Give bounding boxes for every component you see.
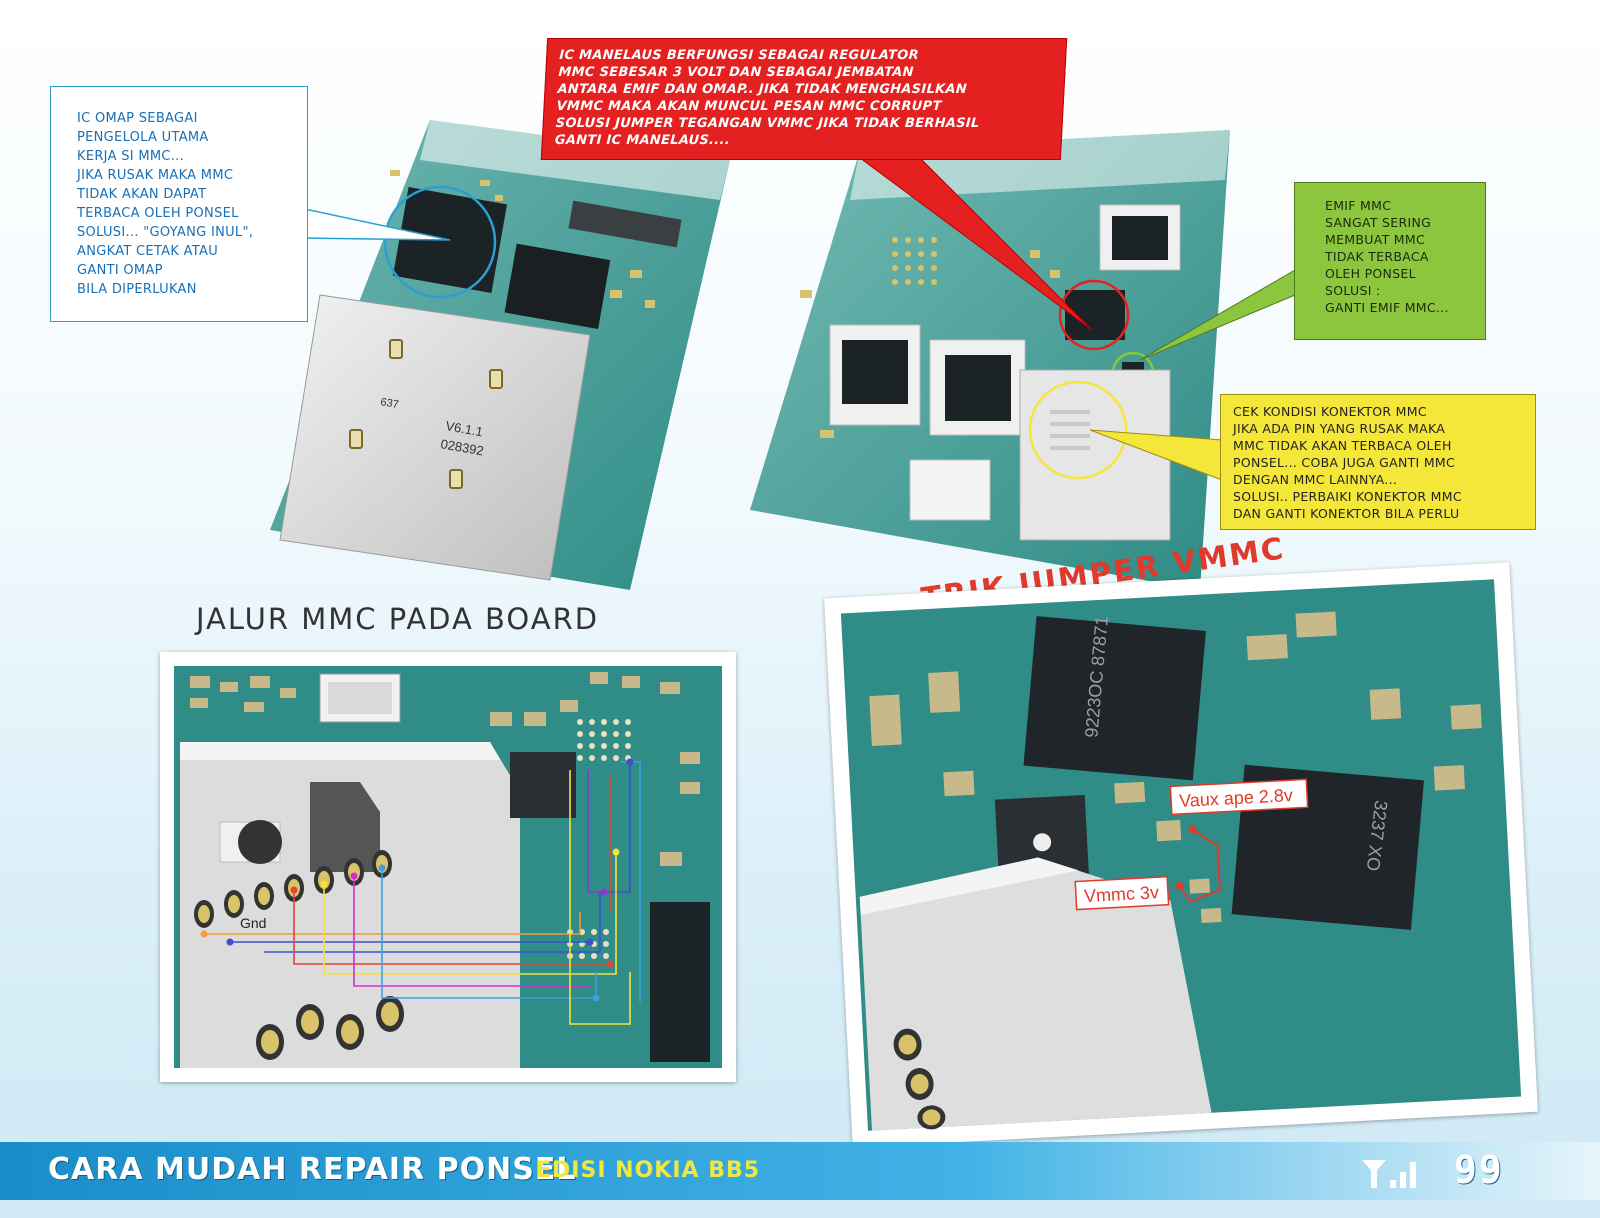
- photo-jalur-mmc: Gnd: [160, 652, 736, 1082]
- callout-emif: EMIF MMC SANGAT SERING MEMBUAT MMC TIDAK…: [1294, 182, 1486, 340]
- callout-emif-line: OLEH PONSEL: [1325, 266, 1416, 281]
- emif-pointer: [1140, 269, 1296, 361]
- callout-konektor-line: SOLUSI.. PERBAIKI KONEKTOR MMC: [1233, 489, 1462, 504]
- board-photo-manelaus: [750, 130, 1230, 590]
- callout-konektor-line: MMC TIDAK AKAN TERBACA OLEH: [1233, 438, 1452, 453]
- callout-omap-line: PENGELOLA UTAMA: [77, 130, 209, 145]
- callout-omap-line: KERJA SI MMC...: [77, 149, 185, 164]
- callout-konektor-line: JIKA ADA PIN YANG RUSAK MAKA: [1233, 421, 1446, 436]
- callout-konektor: CEK KONDISI KONEKTOR MMC JIKA ADA PIN YA…: [1220, 394, 1536, 530]
- callout-emif-line: TIDAK TERBACA: [1325, 249, 1429, 264]
- callout-emif-line: EMIF MMC: [1325, 198, 1392, 213]
- callout-omap-line: TIDAK AKAN DAPAT: [77, 187, 207, 202]
- manelaus-pointer: [860, 157, 1093, 331]
- callout-emif-line: SOLUSI :: [1325, 283, 1381, 298]
- callout-omap-line: ANGKAT CETAK ATAU: [77, 244, 219, 259]
- callout-omap-line: JIKA RUSAK MAKA MMC: [77, 168, 234, 183]
- callout-emif-line: MEMBUAT MMC: [1325, 232, 1425, 247]
- callout-konektor-line: DENGAN MMC LAINNYA...: [1233, 472, 1398, 487]
- callout-manelaus-line: SOLUSI JUMPER TEGANGAN VMMC JIKA TIDAK B…: [555, 116, 980, 131]
- callout-manelaus-line: VMMC MAKA AKAN MUNCUL PESAN MMC CORRUPT: [556, 99, 942, 114]
- callout-emif-line: SANGAT SERING: [1325, 215, 1432, 230]
- callout-omap-line: GANTI OMAP: [77, 263, 163, 278]
- callout-konektor-line: PONSEL... COBA JUGA GANTI MMC: [1233, 455, 1456, 470]
- callout-manelaus-line: ANTARA EMIF DAN OMAP.. JIKA TIDAK MENGHA…: [557, 82, 968, 97]
- callout-omap-line: IC OMAP SEBAGAI: [77, 111, 198, 126]
- callout-omap-line: BILA DIPERLUKAN: [77, 282, 197, 297]
- callout-manelaus-line: GANTI IC MANELAUS....: [554, 133, 731, 148]
- callout-konektor-line: CEK KONDISI KONEKTOR MMC: [1233, 404, 1427, 419]
- omap-pointer: [300, 207, 451, 241]
- shield-marking-version: V6.1.1: [444, 418, 484, 439]
- shield-marking-637: 637: [379, 396, 399, 411]
- footer-edition: EDISI NOKIA BB5: [536, 1158, 761, 1183]
- gnd-label: Gnd: [240, 915, 266, 931]
- callout-manelaus: IC MANELAUS BERFUNGSI SEBAGAI REGULATOR …: [540, 38, 1068, 160]
- footer-title: CARA MUDAH REPAIR PONSEL: [48, 1152, 577, 1187]
- callout-omap-line: SOLUSI... "GOYANG INUL",: [77, 225, 254, 240]
- heading-jalur-mmc: JALUR MMC PADA BOARD: [196, 602, 600, 636]
- callout-manelaus-line: MMC SEBESAR 3 VOLT DAN SEBAGAI JEMBATAN: [557, 65, 915, 80]
- callout-omap-line: TERBACA OLEH PONSEL: [77, 206, 239, 221]
- board-photo-omap: 637 V6.1.1 028392: [270, 120, 730, 590]
- photo-jumper-vmmc: 9223OC 87871 3237 XO Vaux ape 2.8v V: [824, 562, 1538, 1148]
- signal-bars-icon: [1362, 1160, 1416, 1188]
- callout-manelaus-line: IC MANELAUS BERFUNGSI SEBAGAI REGULATOR: [558, 48, 920, 63]
- callout-emif-line: GANTI EMIF MMC...: [1325, 300, 1449, 315]
- vmmc-label: Vmmc 3v: [1083, 882, 1159, 906]
- konektor-pointer: [1090, 429, 1223, 481]
- callout-omap: IC OMAP SEBAGAI PENGELOLA UTAMA KERJA SI…: [50, 86, 308, 322]
- callout-konektor-line: DAN GANTI KONEKTOR BILA PERLU: [1233, 506, 1460, 521]
- footer-bar: [0, 1142, 1600, 1200]
- shield-marking-serial: 028392: [439, 436, 484, 458]
- page-number: 99: [1454, 1148, 1504, 1192]
